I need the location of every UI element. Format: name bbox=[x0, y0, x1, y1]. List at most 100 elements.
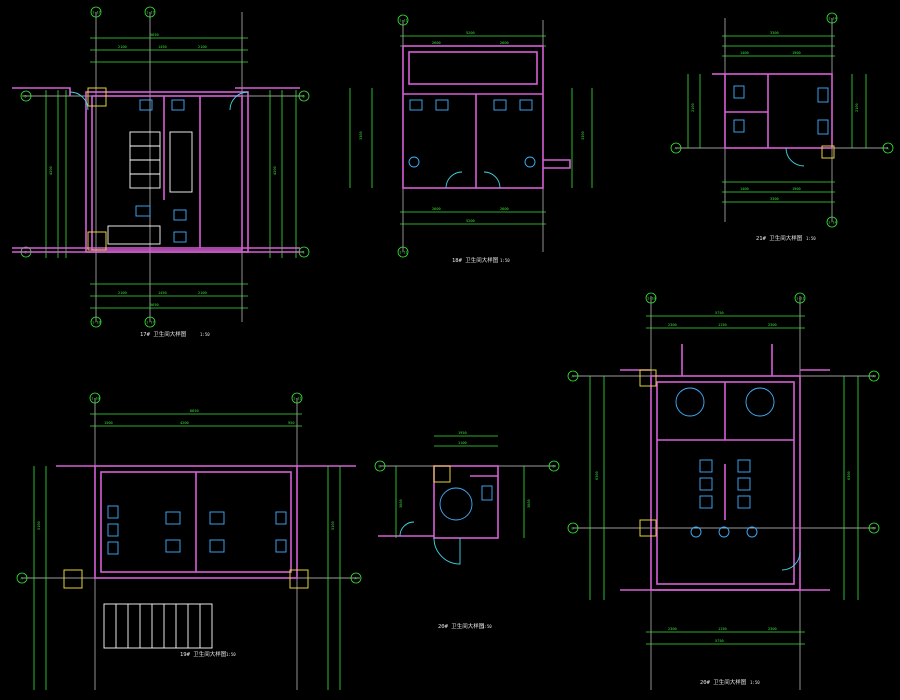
plan-scale: 1:50 bbox=[226, 652, 236, 657]
axis-label: 1-10 bbox=[91, 397, 100, 401]
axis-label: 1-18 bbox=[92, 321, 101, 325]
axis-bubble bbox=[567, 522, 579, 534]
dim-text: 3000 bbox=[399, 499, 403, 508]
axis-label: 1-17 bbox=[146, 321, 155, 325]
dim-text: 1150 bbox=[718, 627, 727, 631]
dim-text: 1950 bbox=[458, 431, 467, 435]
axis-bubble bbox=[90, 6, 102, 18]
dim-text: 2100 bbox=[118, 45, 127, 49]
axis-label: 1-11 bbox=[399, 251, 408, 255]
dim-text: 5200 bbox=[466, 219, 475, 223]
axis-label: 1-14 bbox=[828, 17, 837, 21]
axis-bubble bbox=[397, 14, 409, 26]
axis-bubble bbox=[16, 572, 28, 584]
axis-bubble bbox=[144, 316, 156, 328]
door-swing bbox=[781, 551, 801, 571]
urinal-icon bbox=[817, 119, 829, 135]
axis-label: A bbox=[873, 375, 876, 379]
column bbox=[639, 369, 657, 387]
dim-text: 2300 bbox=[768, 627, 777, 631]
axis-label: 1-14 bbox=[828, 221, 837, 225]
toilet-icon bbox=[173, 231, 187, 243]
axis-label: D bbox=[25, 95, 27, 99]
dim-text: 6300 bbox=[595, 471, 599, 480]
urinal-icon bbox=[107, 541, 119, 555]
axis-label: 1-11 bbox=[293, 397, 302, 401]
counter bbox=[107, 225, 161, 245]
axis-bubble bbox=[826, 216, 838, 228]
axis-label: B bbox=[873, 527, 875, 531]
toilet-icon bbox=[165, 539, 181, 553]
toilet-icon bbox=[435, 99, 449, 111]
column bbox=[87, 87, 107, 107]
door-swing bbox=[433, 537, 461, 565]
dim-text: 2100 bbox=[198, 45, 207, 49]
column bbox=[63, 569, 83, 589]
accessible-turning-circle bbox=[675, 387, 705, 417]
toilet-icon bbox=[171, 99, 185, 111]
axis-bubble bbox=[548, 460, 560, 472]
dim-text: 5650 bbox=[150, 303, 159, 307]
toilet-icon bbox=[737, 459, 751, 473]
toilet-icon bbox=[699, 495, 713, 509]
toilet-icon bbox=[737, 495, 751, 509]
plan-20b: 1-10 1-11 A B A B 5750 2300 1150 2300 bbox=[567, 292, 880, 690]
urinal-icon bbox=[817, 87, 829, 103]
plan-20a: B B 1950 1100 3000 3000 20# 卫生间大样图 1:50 bbox=[374, 431, 560, 630]
axis-label: 1-17 bbox=[146, 11, 155, 15]
column bbox=[87, 231, 107, 251]
dim-text: 3000 bbox=[527, 499, 531, 508]
dim-text: 2100 bbox=[118, 291, 127, 295]
dim-text: 2300 bbox=[668, 323, 677, 327]
door-swing bbox=[785, 147, 805, 167]
dim-text: 1450 bbox=[158, 291, 167, 295]
plan-19: 1-10 1-11 A A 6650 1500 4200 950 bbox=[16, 392, 362, 690]
plan-title: 20# 卫生间大样图 bbox=[438, 622, 485, 630]
urinal-icon bbox=[107, 505, 119, 519]
toilet-icon bbox=[409, 99, 423, 111]
dim-text: 6300 bbox=[847, 471, 851, 480]
column bbox=[821, 145, 835, 159]
axis-bubble bbox=[397, 246, 409, 258]
plan-scale: 1:50 bbox=[482, 624, 492, 629]
toilet-icon bbox=[733, 85, 745, 99]
door-swing bbox=[69, 91, 89, 111]
door-swing bbox=[399, 521, 415, 537]
dim-text: 1100 bbox=[458, 441, 467, 445]
dim-text: 1400 bbox=[740, 187, 749, 191]
column bbox=[639, 519, 657, 537]
dim-text: 1900 bbox=[792, 51, 801, 55]
axis-bubble bbox=[291, 392, 303, 404]
toilet-icon bbox=[139, 99, 153, 111]
toilet-icon bbox=[481, 485, 493, 501]
toilet-icon bbox=[493, 99, 507, 111]
axis-label: 1-10 bbox=[647, 297, 656, 301]
urinal-icon bbox=[275, 511, 287, 525]
dim-text: 2600 bbox=[500, 41, 509, 45]
accessible-turning-circle bbox=[745, 387, 775, 417]
toilet-icon bbox=[209, 511, 225, 525]
dim-text: 6650 bbox=[190, 409, 199, 413]
dim-text: 2600 bbox=[432, 207, 441, 211]
dim-text: 4200 bbox=[273, 166, 277, 175]
dim-text: 1450 bbox=[158, 45, 167, 49]
axis-bubble bbox=[826, 12, 838, 24]
dim-text: 1400 bbox=[740, 51, 749, 55]
plan-scale: 1:50 bbox=[200, 332, 210, 337]
plan-scale: 1:50 bbox=[750, 680, 760, 685]
axis-bubble bbox=[567, 370, 579, 382]
wall bbox=[94, 465, 298, 579]
dim-text: 3300 bbox=[359, 131, 363, 140]
toilet-icon bbox=[209, 539, 225, 553]
axis-label: B bbox=[553, 465, 555, 469]
dim-text: 950 bbox=[288, 421, 295, 425]
dim-text: 5650 bbox=[150, 33, 159, 37]
axis-label: A bbox=[572, 375, 575, 379]
plan-18: 1-11 1-11 5200 2600 2600 2600 2600 5200 … bbox=[349, 14, 593, 264]
toilet-icon bbox=[699, 459, 713, 473]
axis-bubble bbox=[670, 142, 682, 154]
axis-bubble bbox=[868, 370, 880, 382]
axis-bubble bbox=[645, 292, 657, 304]
dim-text: 1500 bbox=[104, 421, 113, 425]
